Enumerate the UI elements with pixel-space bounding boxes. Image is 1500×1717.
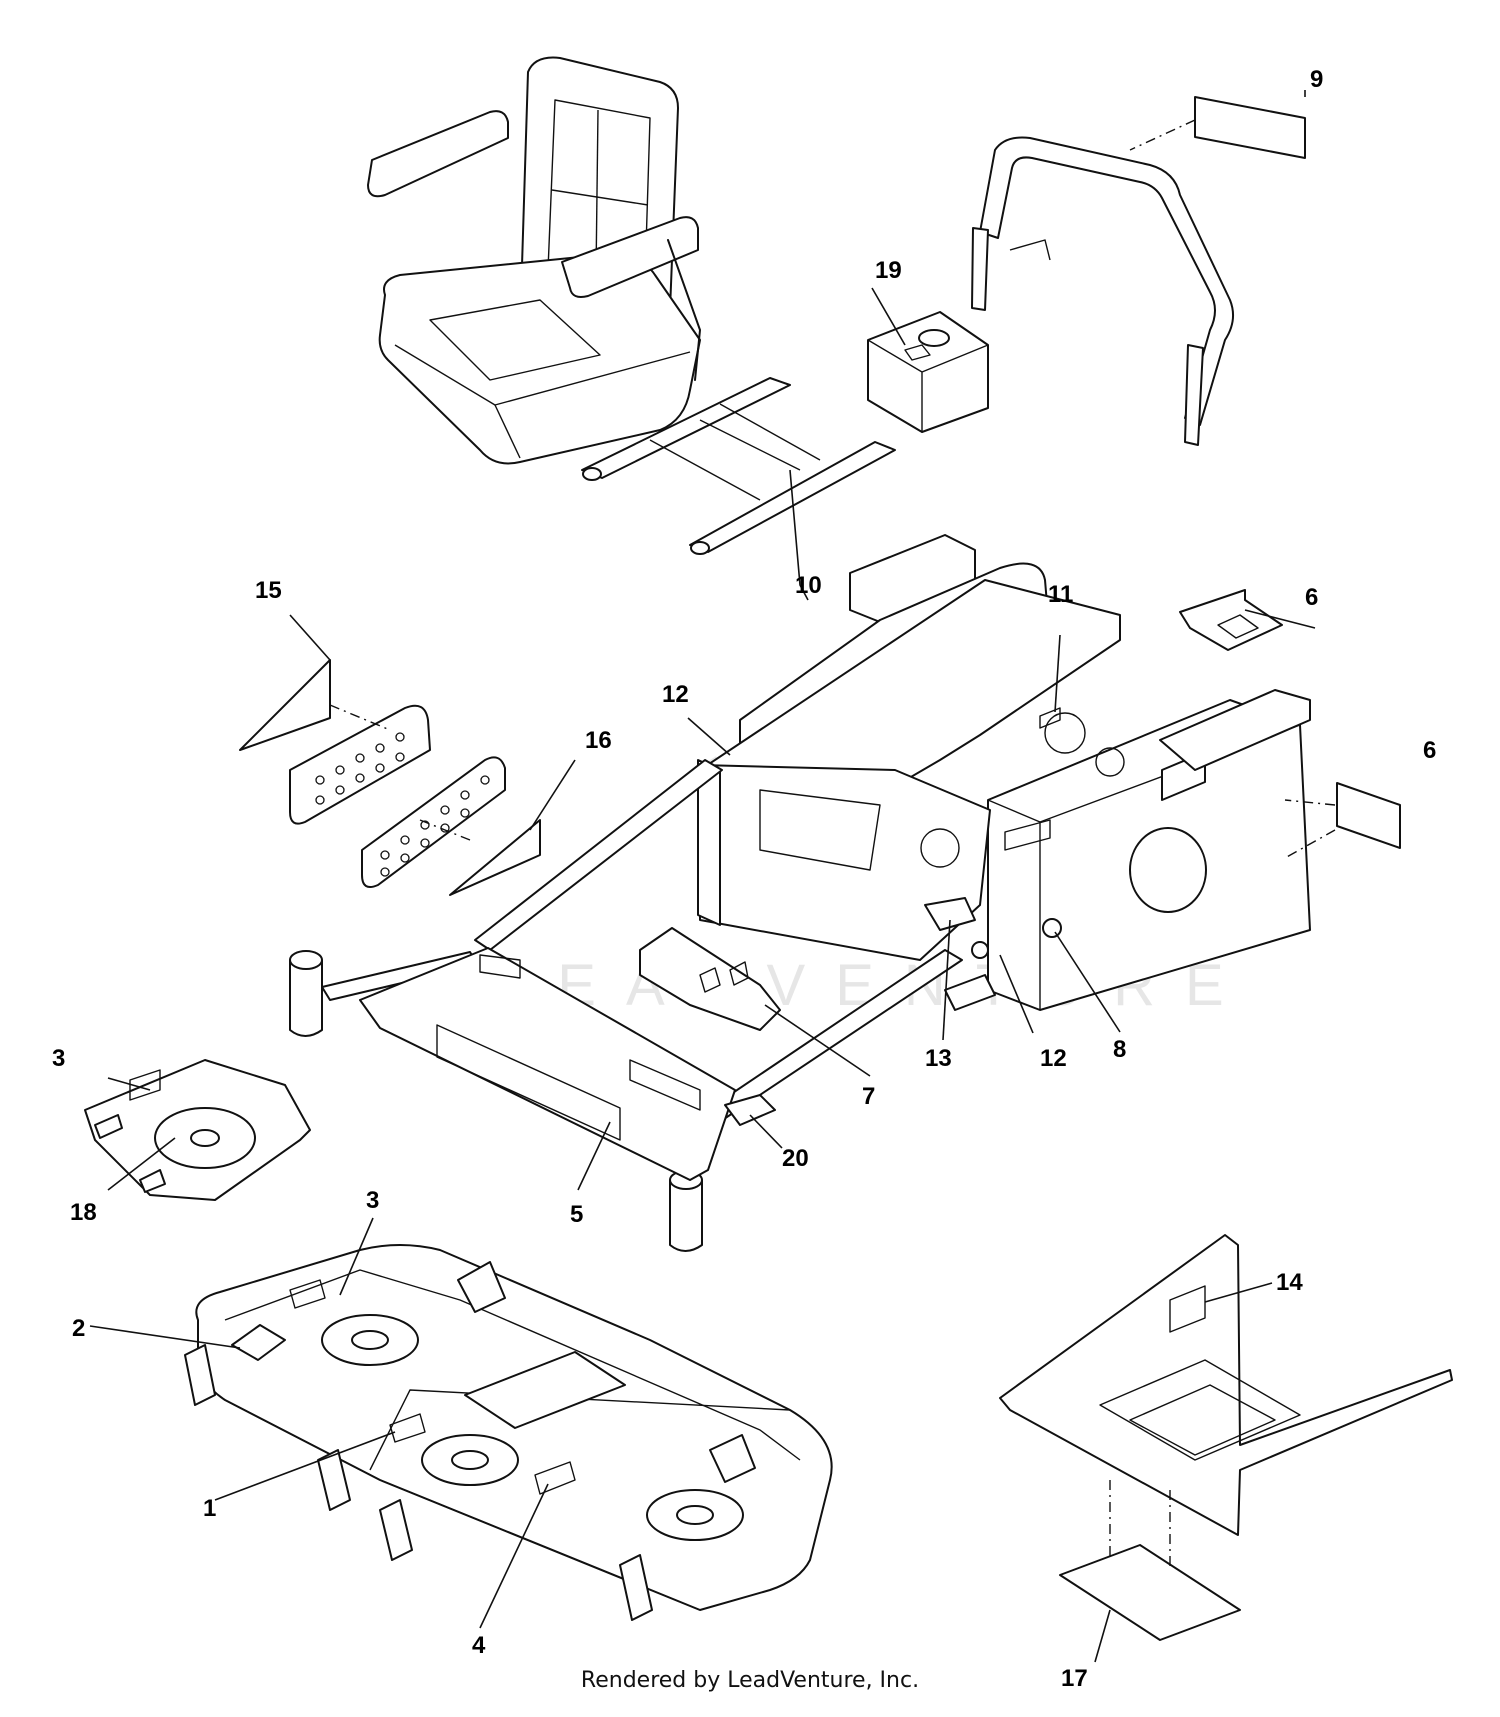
main-frame [289,534,1311,1252]
callout-1: 1 [203,1495,216,1522]
callout-3-deck: 3 [366,1187,379,1214]
leader-lines [89,90,1316,1663]
callout-12-upper: 12 [662,681,689,708]
callout-14: 14 [1276,1269,1303,1296]
callout-12-lower: 12 [1040,1045,1067,1072]
plate-16 [361,756,506,888]
bracket-6 [1179,589,1283,651]
callout-numbers: 9 19 10 11 6 6 15 16 12 3 18 3 2 1 4 5 7… [52,66,1436,1692]
decal-1 [389,1413,426,1443]
plate-15 [289,704,431,825]
callout-18: 18 [70,1199,97,1226]
logo-decal-2 [231,1324,286,1361]
callout-6-lower: 6 [1423,737,1436,764]
fuel-tank [867,311,989,433]
decal-6 [1336,782,1401,849]
bracket-13 [924,897,976,931]
callout-2: 2 [72,1315,85,1342]
callout-5: 5 [570,1201,583,1228]
callout-3-left: 3 [52,1045,65,1072]
render-credit: Rendered by LeadVenture, Inc. [580,1668,920,1693]
foot-plate [999,1234,1453,1536]
decal-9 [1194,96,1306,159]
callout-16: 16 [585,727,612,754]
decal-3-deck [289,1279,326,1309]
callout-10: 10 [795,572,822,599]
callout-17: 17 [1061,1665,1088,1692]
grommet-8 [1042,918,1062,938]
callout-4: 4 [472,1632,486,1659]
callout-20: 20 [782,1145,809,1172]
decal-17 [1059,1544,1241,1641]
callout-15: 15 [255,577,282,604]
callout-13: 13 [925,1045,952,1072]
grommet-12 [971,941,989,959]
callout-7: 7 [862,1083,875,1110]
callout-19: 19 [875,257,902,284]
seat [367,56,701,465]
callout-8: 8 [1113,1036,1126,1063]
mower-deck [184,1244,833,1621]
roll-bar [971,136,1235,446]
callout-6-upper: 6 [1305,584,1318,611]
bracket-20 [724,1094,776,1126]
callout-11: 11 [1048,581,1073,608]
decal-4 [534,1461,576,1495]
decal-16 [449,819,541,896]
callout-9: 9 [1310,66,1323,93]
decal-15 [239,659,331,751]
decal-14 [1169,1285,1206,1333]
